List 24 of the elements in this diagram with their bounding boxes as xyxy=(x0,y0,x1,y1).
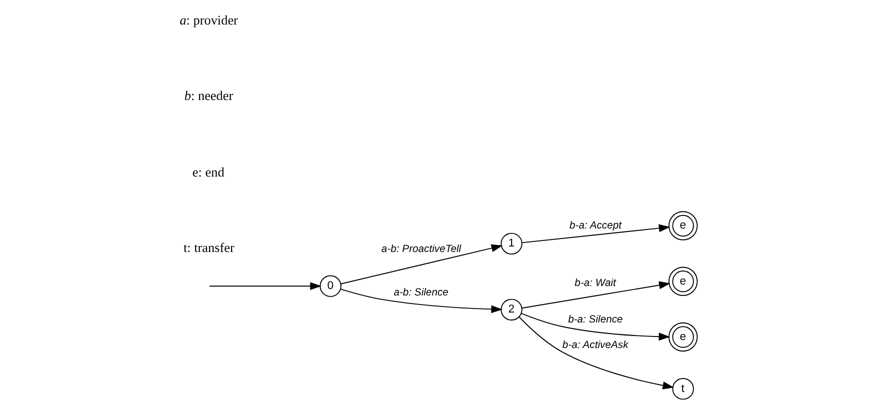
edge-label: a-b: ProactiveTell xyxy=(381,244,462,255)
arrow xyxy=(521,281,670,309)
node-circle: t xyxy=(672,378,694,400)
label: b: needer xyxy=(184,88,234,104)
edge-label: b-a: Accept xyxy=(570,220,622,232)
arrow xyxy=(521,312,670,341)
edge-label: b-a: Wait xyxy=(574,278,616,289)
label: t: transfer xyxy=(183,240,234,255)
node-circle: 1 xyxy=(500,232,522,255)
arrow xyxy=(518,316,674,390)
arrow xyxy=(522,224,670,244)
arrow xyxy=(340,288,503,314)
label: e: end xyxy=(192,164,224,180)
node-circle: e xyxy=(668,211,698,240)
node-circle: e xyxy=(668,266,698,296)
node-circle: 2 xyxy=(500,298,522,320)
arrow xyxy=(340,244,503,284)
node-circle: e xyxy=(668,322,698,352)
node-circle: 0 xyxy=(320,275,342,297)
edge-label: b-a: ActiveAsk xyxy=(562,340,628,352)
edge-label: a-b: Silence xyxy=(394,287,448,298)
label: a: provider xyxy=(180,12,238,28)
arrow xyxy=(209,282,322,290)
edge-label: b-a: Silence xyxy=(568,314,623,326)
